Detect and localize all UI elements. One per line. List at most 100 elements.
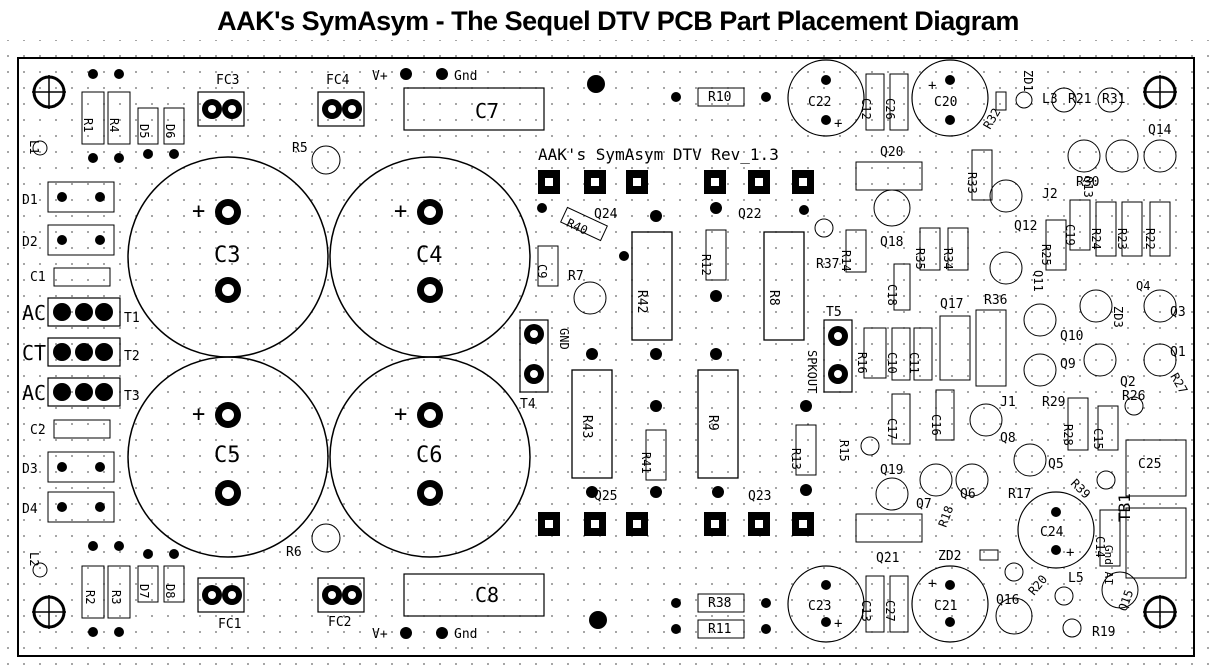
label-c7: C7 [475, 99, 499, 123]
label-l3: L3 [1042, 92, 1058, 107]
label-r29: R29 [1042, 395, 1065, 410]
label-c6: C6 [416, 443, 443, 468]
label-d7: D7 [137, 584, 151, 598]
label-q5: Q5 [1048, 457, 1064, 472]
label-q14: Q14 [1148, 123, 1172, 138]
label-q16: Q16 [996, 593, 1019, 608]
svg-text:+: + [394, 402, 407, 427]
label-gnd_top: Gnd [454, 69, 477, 84]
label-ac_bottom: AC [22, 381, 46, 405]
label-r37: R37 [816, 257, 839, 272]
svg-text:+: + [834, 616, 842, 632]
label-r42: R42 [634, 290, 649, 313]
label-r38: R38 [708, 596, 731, 611]
label-r35: R35 [913, 248, 927, 270]
label-fc1: FC1 [218, 617, 241, 632]
label-q21: Q21 [876, 551, 899, 566]
label-gnd_bottom: Gnd [454, 627, 477, 642]
label-d4: D4 [22, 502, 38, 517]
label-t3: T3 [124, 389, 140, 404]
cap-c5: + C5 [127, 356, 329, 558]
label-q3: Q3 [1170, 305, 1186, 320]
label-r8: R8 [766, 290, 781, 306]
label-r2: R2 [83, 590, 97, 604]
label-q4: Q4 [1136, 279, 1150, 293]
label-d1: D1 [22, 193, 38, 208]
cap-c24: C24+ [1017, 491, 1095, 569]
label-c9: C9 [535, 264, 549, 278]
label-c25: C25 [1138, 457, 1161, 472]
label-q1: Q1 [1170, 345, 1186, 360]
label-c21: C21 [934, 599, 957, 614]
label-c26: C26 [883, 98, 897, 120]
label-fc2: FC2 [328, 615, 351, 630]
cap-c20: C20+ [911, 59, 989, 137]
mounting-holes [32, 75, 1177, 629]
svg-text:+: + [192, 199, 205, 224]
label-r15: R15 [837, 440, 851, 462]
label-r41: R41 [639, 452, 653, 474]
label-r4: R4 [107, 118, 121, 132]
svg-text:+: + [1066, 545, 1074, 561]
label-q8: Q8 [1000, 431, 1016, 446]
label-d3: D3 [22, 462, 38, 477]
label-spkout: SPKOUT [805, 350, 819, 393]
label-vplus_top: V+ [372, 69, 388, 84]
power-resistors [571, 231, 805, 479]
output-transistor-pads [538, 170, 814, 536]
label-c10: C10 [885, 352, 899, 374]
label-l1: L1 [27, 140, 41, 154]
label-r25: R25 [1039, 244, 1053, 266]
label-c13: C13 [859, 600, 873, 622]
label-fc4: FC4 [326, 73, 350, 88]
label-r26: R26 [1122, 389, 1145, 404]
label-r34: R34 [941, 248, 955, 270]
label-c16: C16 [929, 414, 943, 436]
small-transistors [32, 87, 1177, 638]
label-q2: Q2 [1120, 375, 1136, 390]
label-tb1_in: Gnd AI [1102, 545, 1115, 585]
label-q7: Q7 [916, 497, 932, 512]
label-q24: Q24 [594, 207, 618, 222]
svg-text:+: + [192, 402, 205, 427]
label-r28: R28 [1061, 424, 1075, 446]
label-c12: C12 [859, 98, 873, 120]
label-r17: R17 [1008, 487, 1031, 502]
label-l5: L5 [1068, 571, 1084, 586]
label-q19: Q19 [880, 463, 903, 478]
label-l2: L2 [27, 552, 41, 566]
label-q18: Q18 [880, 235, 903, 250]
label-t1: T1 [124, 311, 140, 326]
label-q12: Q12 [1014, 219, 1037, 234]
label-c15: C15 [1091, 428, 1105, 450]
svg-text:+: + [928, 78, 936, 94]
label-c24: C24 [1040, 525, 1064, 540]
label-c22: C22 [808, 95, 831, 110]
label-q23: Q23 [748, 489, 771, 504]
label-gnd: GND [557, 328, 571, 350]
label-c14: C14 [1093, 536, 1107, 558]
label-t4: T4 [520, 397, 536, 412]
label-c18: C18 [885, 284, 899, 306]
label-c27: C27 [883, 600, 897, 622]
label-r19: R19 [1092, 625, 1115, 640]
cap-c6: + C6 [329, 356, 531, 558]
label-q25: Q25 [594, 489, 617, 504]
label-j2: J2 [1042, 187, 1058, 202]
label-r22: R22 [1143, 228, 1157, 250]
label-r6: R6 [286, 545, 302, 560]
label-r23: R23 [1115, 228, 1129, 250]
label-vplus_bottom: V+ [372, 627, 388, 642]
revision-label: AAK's SymAsym DTV Rev_1.3 [538, 145, 779, 164]
label-r33: R33 [965, 172, 979, 194]
svg-text:+: + [394, 199, 407, 224]
label-c5: C5 [214, 443, 241, 468]
svg-text:+: + [834, 116, 842, 132]
label-c4: C4 [416, 243, 443, 268]
label-q13: Q13 [1081, 176, 1095, 198]
label-r21: R21 [1068, 92, 1091, 107]
label-ac_top: AC [22, 301, 46, 325]
label-r18: R18 [936, 504, 957, 529]
label-t2: T2 [124, 349, 140, 364]
